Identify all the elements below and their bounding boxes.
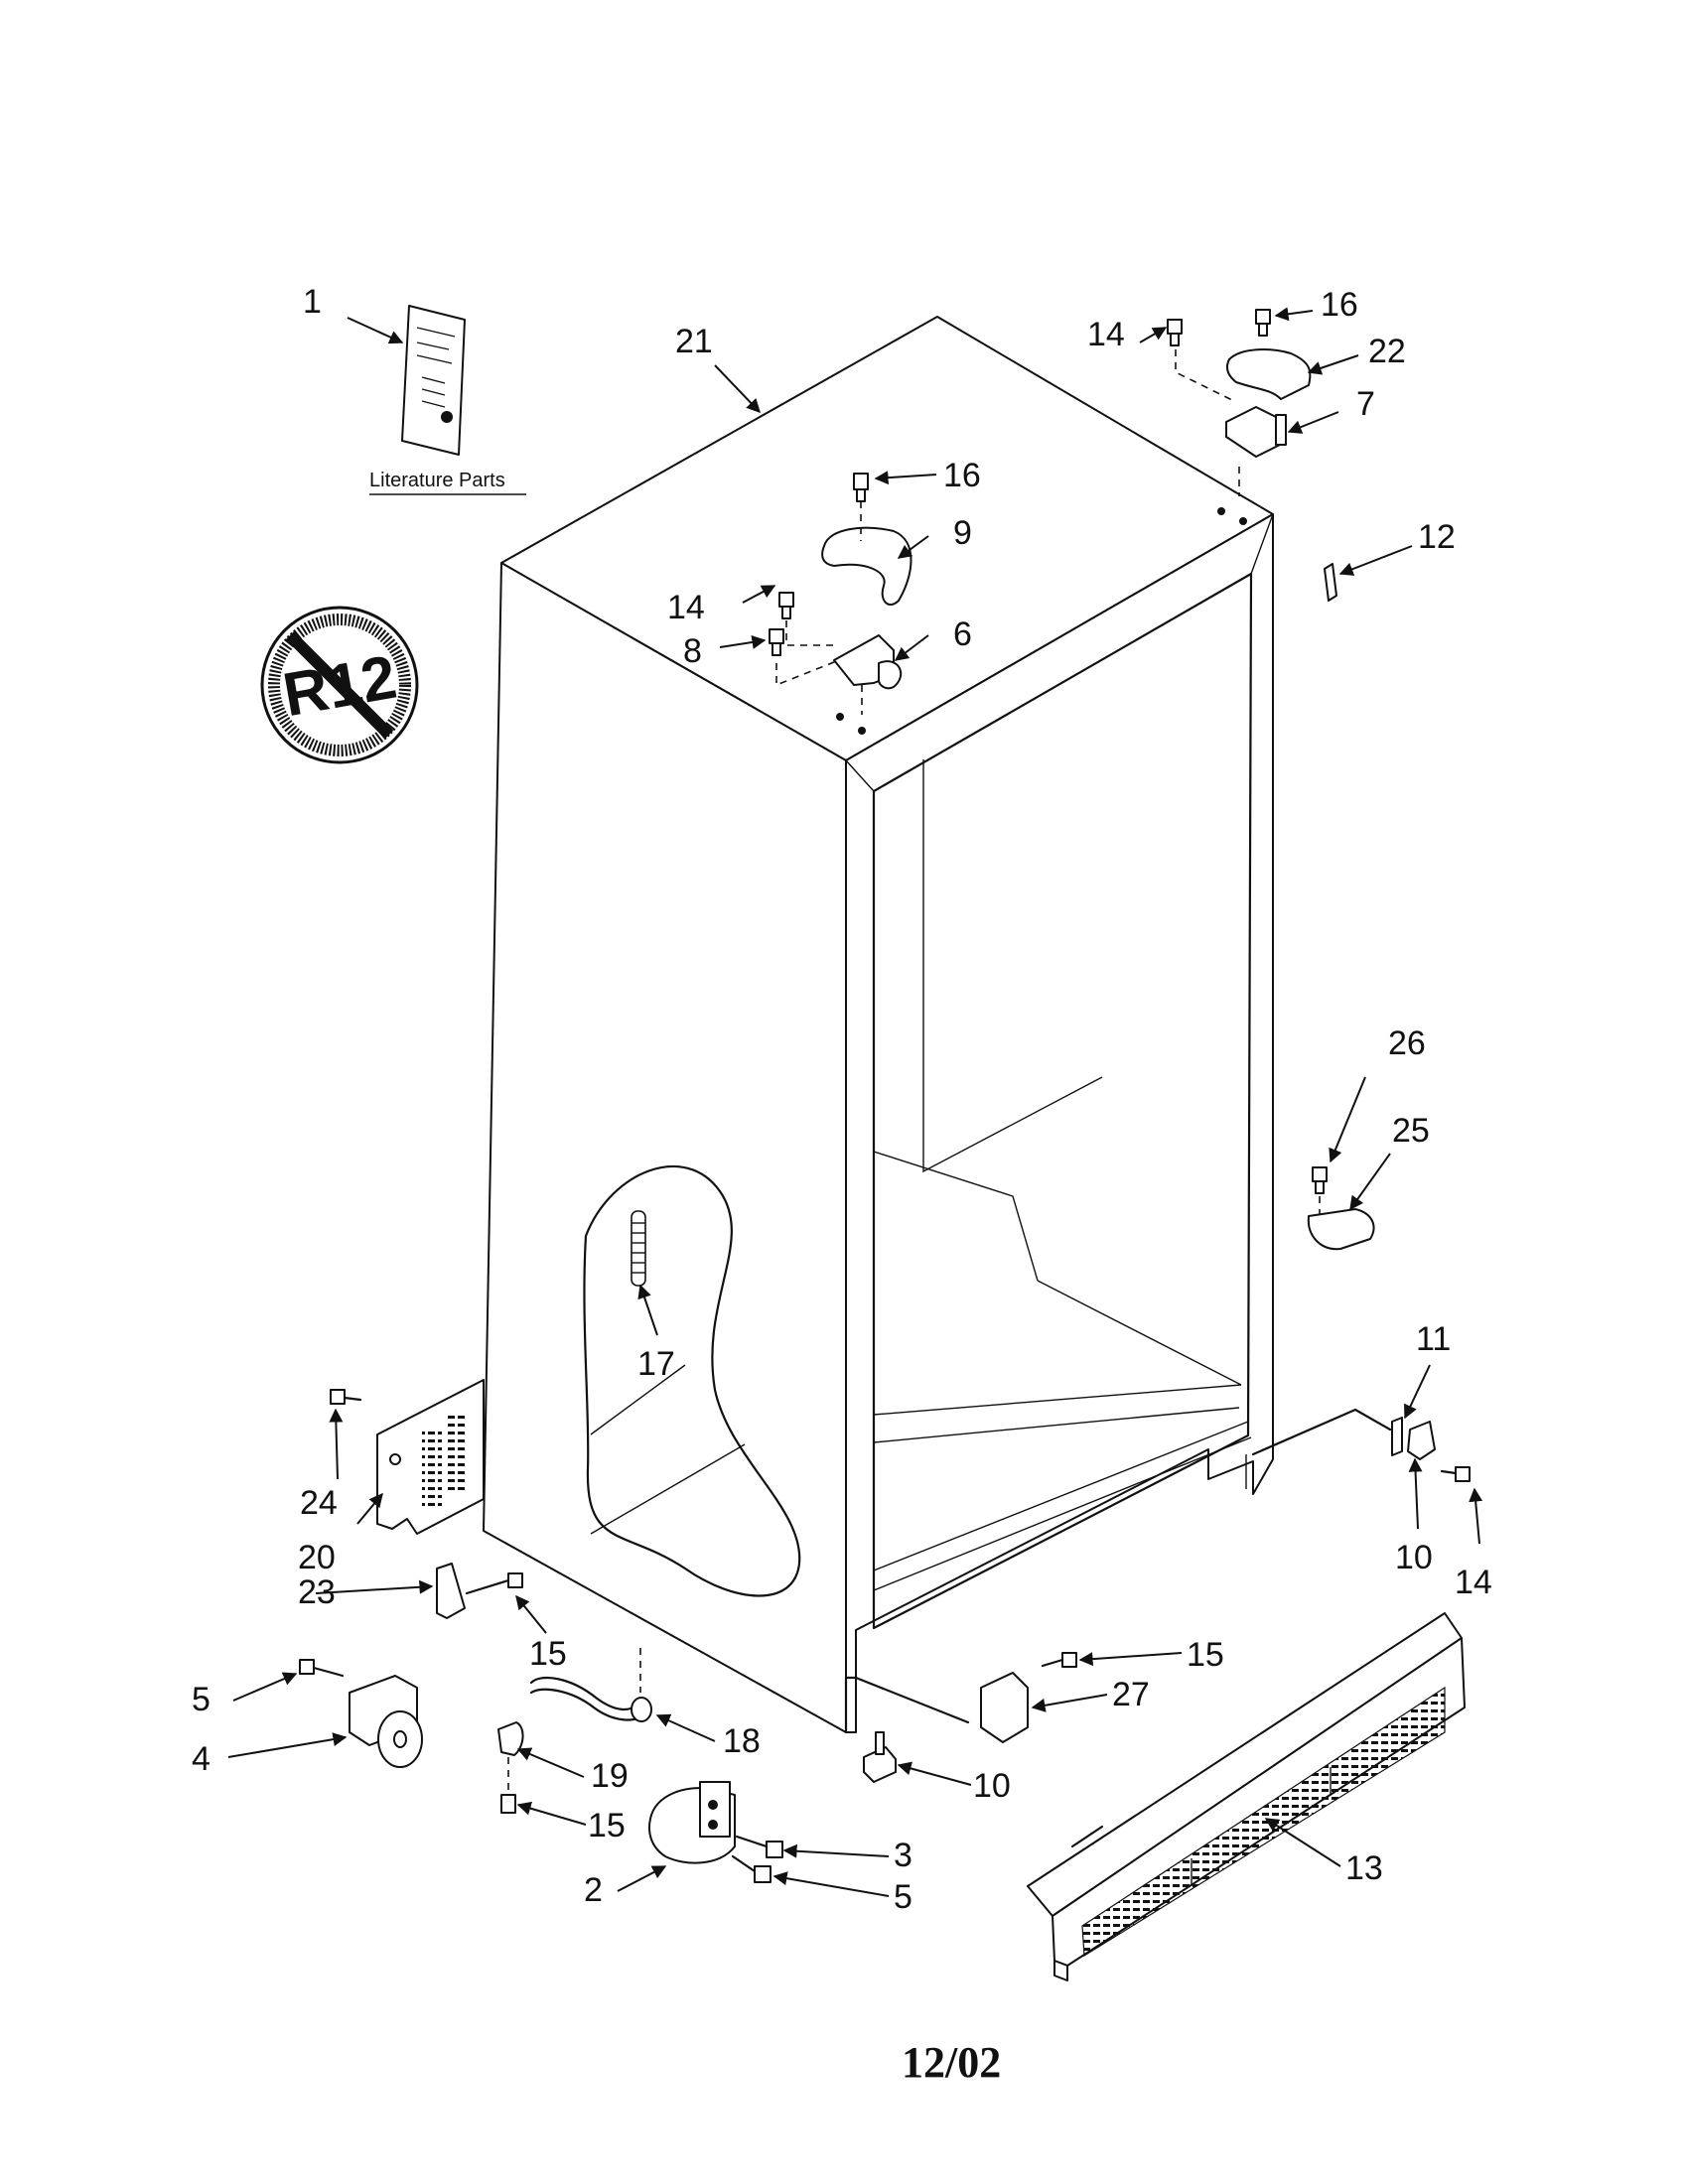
- callout-24: 24: [300, 1484, 338, 1522]
- callout-19: 19: [591, 1757, 629, 1795]
- callout-13: 13: [1345, 1849, 1383, 1887]
- callout-23: 23: [298, 1573, 336, 1611]
- roller-bracket-2-3-5-drawing: [647, 1781, 783, 1883]
- upper-hinge-left-parts: [769, 473, 912, 735]
- callout-22: 22: [1368, 333, 1406, 370]
- spring-17-drawing: [631, 1210, 646, 1287]
- callout-9: 9: [953, 514, 972, 552]
- cabinet-drawing: [483, 316, 1274, 1734]
- base-grille-13-drawing: [1027, 1612, 1466, 1981]
- clip-10-27-drawing: [863, 1652, 1077, 1783]
- callout-14: 14: [1087, 316, 1125, 353]
- water-tube-18-19-drawing: [497, 1648, 652, 1814]
- callout-4: 4: [192, 1740, 210, 1778]
- callout-18: 18: [723, 1722, 761, 1760]
- bracket-10-11-right-drawing: [1251, 1408, 1471, 1482]
- callout-11: 11: [1416, 1320, 1451, 1358]
- part-25-26-drawing: [1307, 1166, 1375, 1251]
- literature-booklet-icon: [369, 305, 526, 495]
- callout-2: 2: [584, 1871, 603, 1909]
- callout-5: 5: [192, 1681, 210, 1718]
- callout-12: 12: [1418, 518, 1456, 556]
- callout-10-lower: 10: [973, 1767, 1011, 1805]
- callout-6: 6: [953, 615, 972, 653]
- upper-hinge-right-parts: [1167, 309, 1312, 525]
- callout-1: 1: [303, 283, 322, 321]
- callout-20: 20: [298, 1539, 336, 1576]
- roller-4-5-drawing: [299, 1659, 423, 1768]
- callout-25: 25: [1392, 1112, 1430, 1150]
- callout-26: 26: [1388, 1024, 1426, 1062]
- callout-8: 8: [683, 632, 702, 670]
- callout-16: 16: [1321, 286, 1358, 324]
- callout-15-left: 15: [529, 1635, 567, 1673]
- callout-5-lower: 5: [894, 1878, 912, 1916]
- callout-27: 27: [1112, 1676, 1150, 1713]
- callout-14-left: 14: [667, 589, 705, 626]
- callout-15-right: 15: [1187, 1636, 1224, 1674]
- literature-parts-label: Literature Parts: [369, 470, 505, 491]
- callout-15-lower: 15: [588, 1807, 626, 1844]
- callout-21: 21: [675, 323, 713, 360]
- callout-17: 17: [637, 1345, 675, 1383]
- callout-14-right: 14: [1455, 1564, 1492, 1601]
- clip-12-drawing: [1324, 563, 1337, 602]
- clip-23-drawing: [436, 1563, 523, 1619]
- rear-panel-20-drawing: [330, 1379, 485, 1535]
- callout-3: 3: [894, 1837, 912, 1874]
- page-code: 12/02: [902, 2038, 1001, 2087]
- no-r12-logo: R12: [260, 606, 419, 764]
- callout-10: 10: [1395, 1539, 1433, 1576]
- callout-16-lower: 16: [943, 457, 981, 494]
- callout-arrows: [227, 307, 1483, 1897]
- callout-labels: 1 21 16 14 22 7 16 9 14 8 6 12 26 25 17 …: [192, 283, 1492, 1916]
- callout-7: 7: [1356, 385, 1375, 423]
